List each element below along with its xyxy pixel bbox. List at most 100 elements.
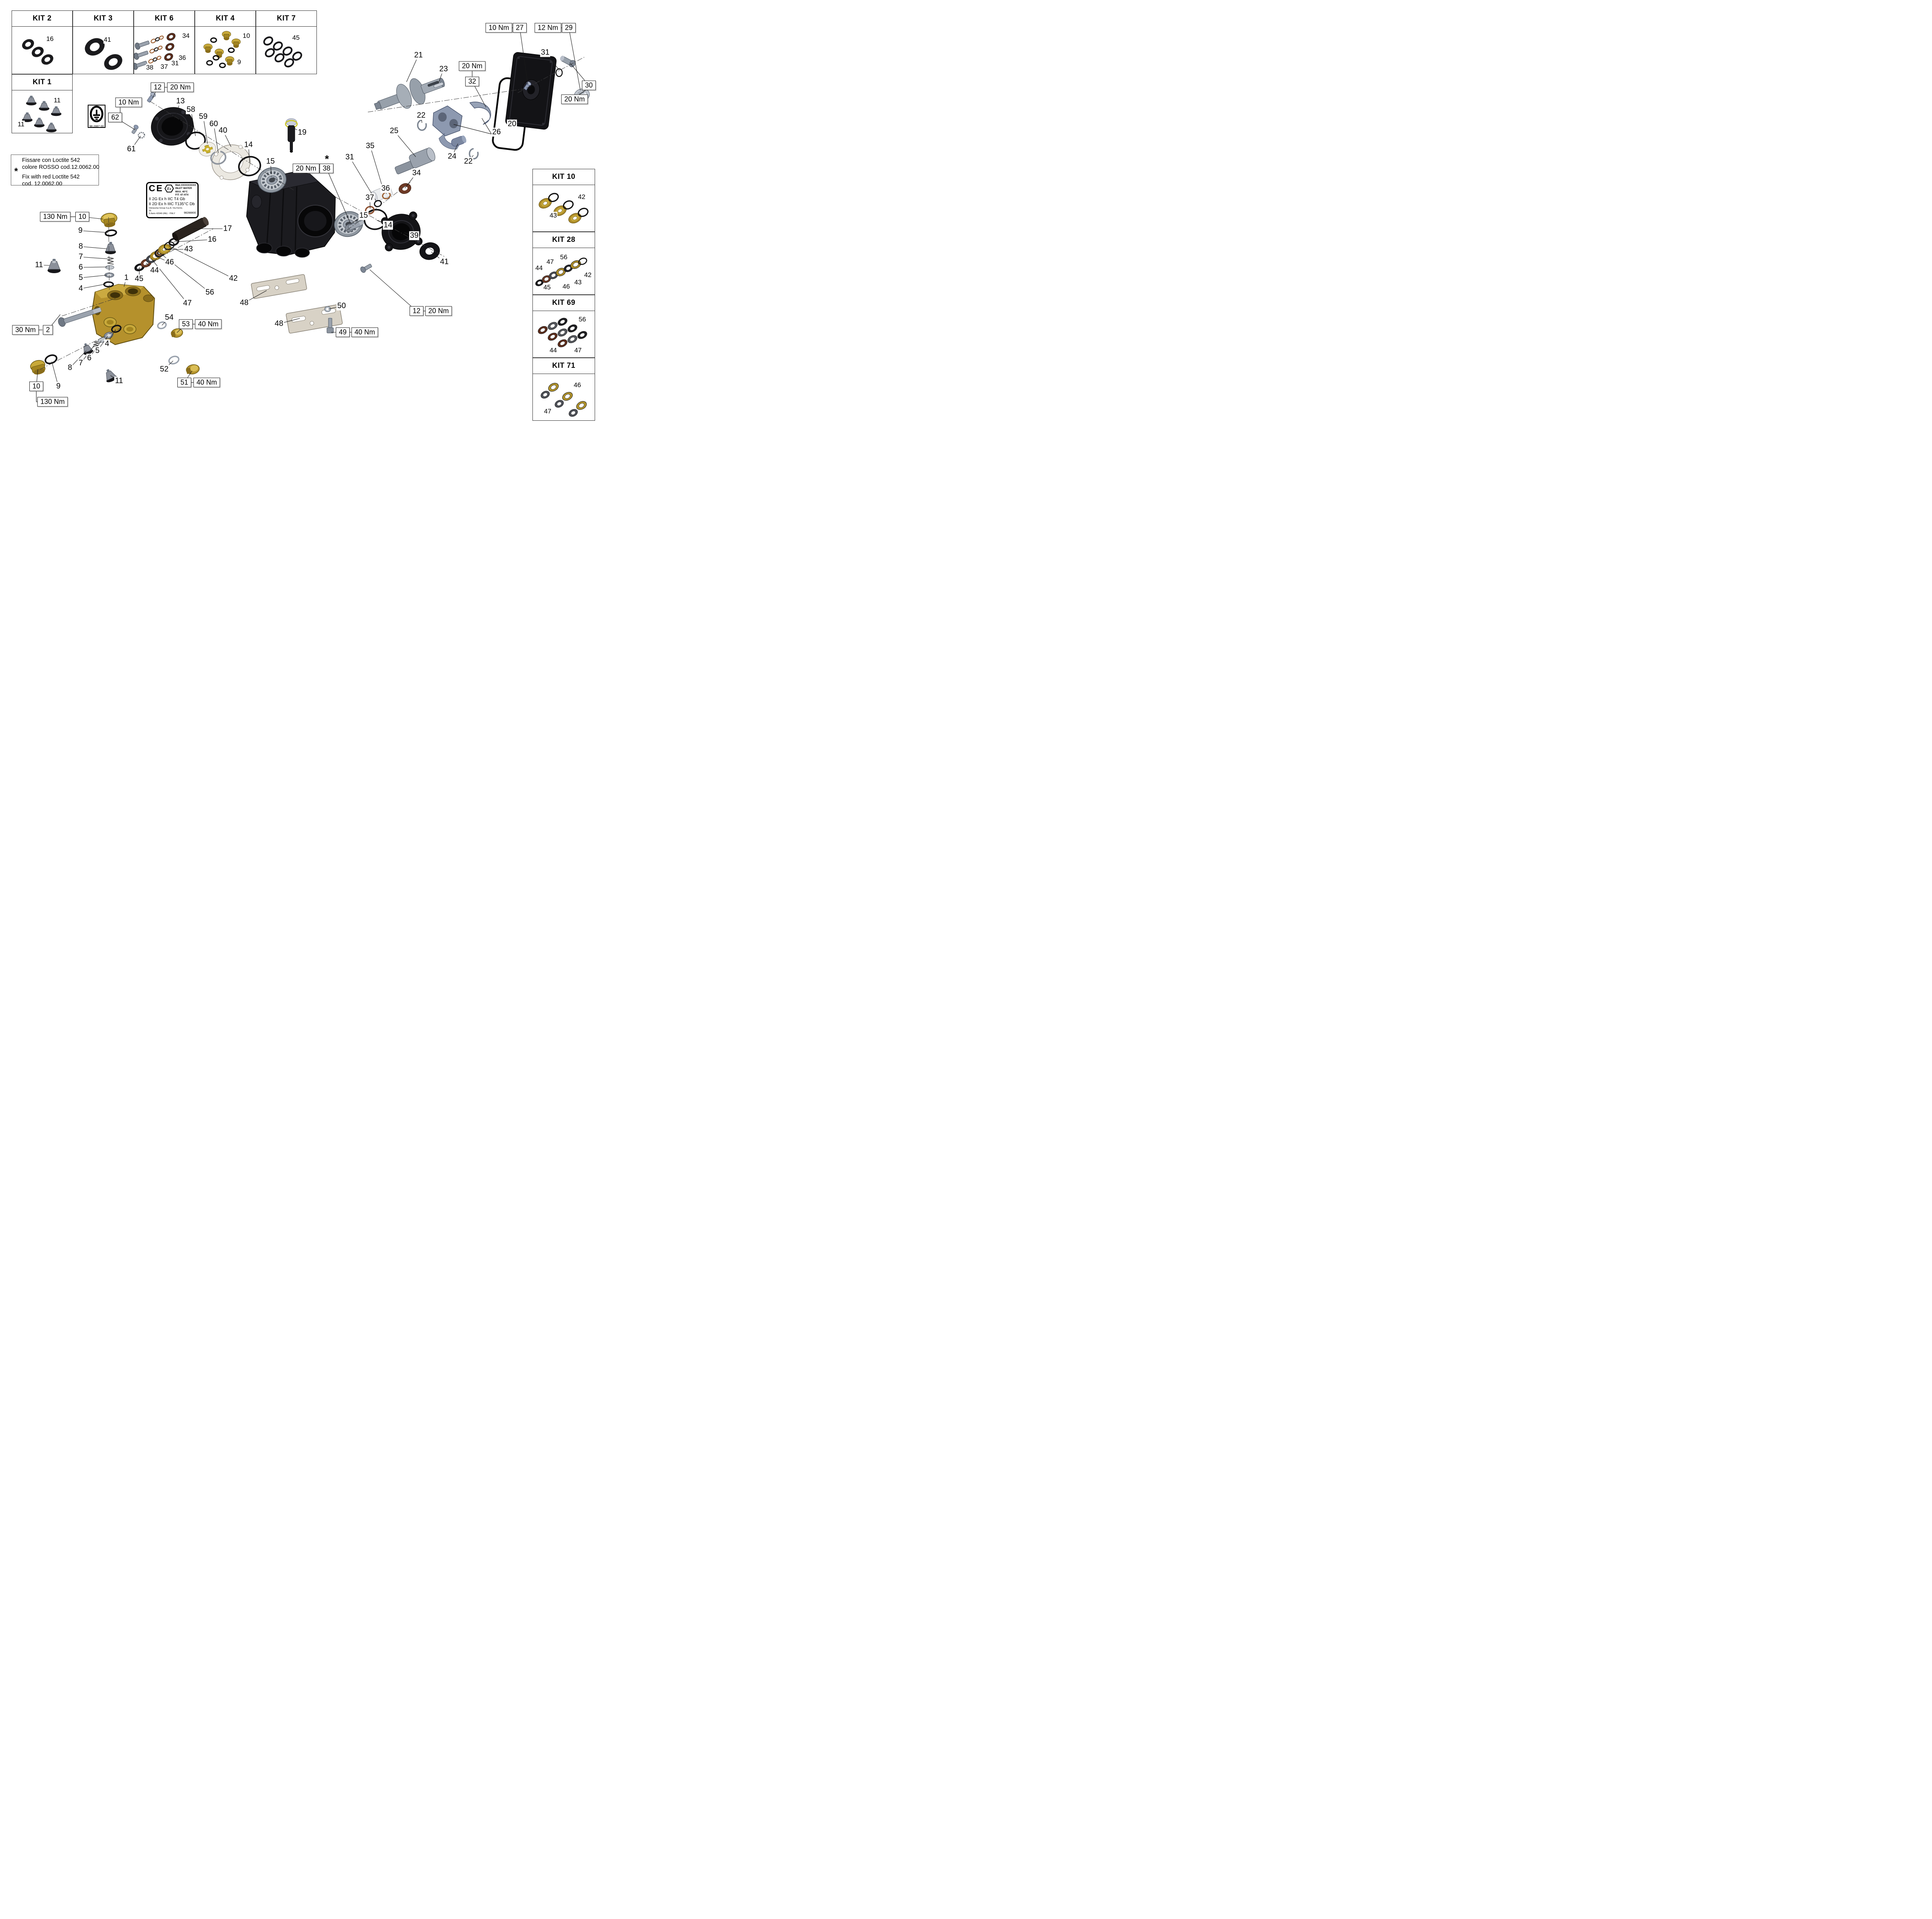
kit-part-label: 46 <box>562 282 570 291</box>
circlip-22 <box>417 119 427 131</box>
part-ref-label: 62 <box>108 112 122 122</box>
part-ref-label: 29 <box>561 23 576 33</box>
loctite-note: * Fissare con Loctite 542 colore ROSSO c… <box>11 155 99 187</box>
o-ring-4 <box>103 281 114 287</box>
torque-label: 130 Nm <box>37 397 68 407</box>
part-callout: 7 <box>78 359 84 368</box>
part-ref-label: 51 <box>177 377 192 388</box>
kit-part-label: 45 <box>543 284 551 291</box>
kit-part-label: 41 <box>103 36 112 44</box>
spacer-50 <box>324 306 331 312</box>
kit-part-label: 11 <box>17 121 25 128</box>
part-callout: 34 <box>411 168 422 178</box>
part-callout: 36 <box>380 184 391 193</box>
kit-content: 11 11 <box>12 90 72 133</box>
part-callout: 37 <box>364 193 375 202</box>
kit-part-label: 37 <box>160 63 168 71</box>
kit-parts-art <box>203 31 241 68</box>
ce-address-line: Interpump Group S.p.A. Via Fermi, 25 <box>149 207 183 212</box>
circlip-22 <box>469 148 479 160</box>
kit-title: KIT 1 <box>12 75 72 90</box>
o-ring-9 <box>105 229 117 237</box>
part-ref-label: 38 <box>319 163 334 173</box>
kit-title: KIT 4 <box>195 11 255 27</box>
torque-label: 12 Nm <box>534 23 561 33</box>
torque-label: 20 Nm <box>459 61 486 71</box>
part-callout: 11 <box>34 260 44 270</box>
rear-cover <box>505 52 557 130</box>
kit-part-label: 43 <box>549 212 558 220</box>
torque-label: 20 Nm <box>167 82 194 92</box>
part-callout: 45 <box>134 274 145 284</box>
left-flange-group <box>131 92 287 193</box>
part-callout: 26 <box>491 127 502 137</box>
kit-content: 41 <box>73 27 133 74</box>
kit-title: KIT 7 <box>256 11 316 27</box>
part-callout: 5 <box>94 346 100 355</box>
kit-parts-art <box>22 39 53 65</box>
ce-mark: CE <box>149 183 163 193</box>
kit-parts-art <box>85 38 122 70</box>
part-callout: 8 <box>67 363 73 372</box>
ce-right-line: INLET WATER <box>175 187 192 190</box>
torque-label: 10 Nm <box>485 23 512 33</box>
part-ref-label: 10 <box>29 381 44 391</box>
conrod-fork <box>432 105 463 136</box>
kit-part-label: 31 <box>171 59 179 68</box>
kit-part-label: 11 <box>53 97 61 105</box>
kit-part-label: 38 <box>146 64 154 72</box>
part-callout: 11 <box>114 376 124 386</box>
plug-51 <box>186 364 200 375</box>
torque-label: 40 Nm <box>195 319 222 329</box>
part-callout: 39 <box>409 231 420 240</box>
note-line: cod. 12.0062.00 <box>22 181 63 187</box>
plug-10 <box>100 213 117 228</box>
part-callout: 16 <box>207 235 218 244</box>
mounting-brackets <box>251 274 343 334</box>
ce-right-line: MAX. 40°C <box>175 190 188 193</box>
part-callout: 6 <box>86 354 92 363</box>
part-callout: 14 <box>243 140 254 150</box>
torque-label: 40 Nm <box>351 327 378 337</box>
kit-part-label: 47 <box>574 347 582 354</box>
part-callout: 31 <box>344 153 355 162</box>
kit-parts-art <box>22 95 61 133</box>
part-callout: 1 <box>123 273 129 282</box>
ground-symbol-label: 98.2887.00 <box>88 105 105 128</box>
kit-title: KIT 28 <box>533 232 595 248</box>
kit-part-label: 56 <box>560 253 568 261</box>
screw-62 <box>131 124 139 134</box>
atex-class-line: II 2G Ex h IIC T4 Gb <box>149 197 185 202</box>
part-callout: 44 <box>149 266 160 275</box>
part-callout: 24 <box>447 152 457 161</box>
part-callout: 61 <box>126 144 137 154</box>
plunger-17 <box>172 217 209 241</box>
bolt-49 <box>327 317 334 333</box>
kit-title: KIT 10 <box>533 169 595 185</box>
kit-part-label: 44 <box>535 264 543 272</box>
ce-part-code: 98288800 <box>184 212 196 215</box>
conrod-clamp-26 <box>469 102 491 125</box>
ground-icon <box>90 105 104 122</box>
manifold <box>91 284 155 345</box>
part-callout: 31 <box>540 48 551 57</box>
crank-group <box>345 78 491 232</box>
torque-label: 20 Nm <box>561 94 588 104</box>
part-callout: 22 <box>416 111 427 120</box>
kit-parts-art <box>535 257 587 286</box>
torque-label: 20 Nm <box>293 163 320 173</box>
part-callout: 15 <box>358 211 369 220</box>
torque-label: 130 Nm <box>40 212 71 222</box>
plug-53 <box>171 328 183 338</box>
part-ref-label: 27 <box>512 23 527 33</box>
o-ring-31 <box>555 68 563 77</box>
washer-52 <box>168 355 180 365</box>
kit-part-label: 42 <box>577 193 586 201</box>
part-callout: 60 <box>208 119 219 129</box>
